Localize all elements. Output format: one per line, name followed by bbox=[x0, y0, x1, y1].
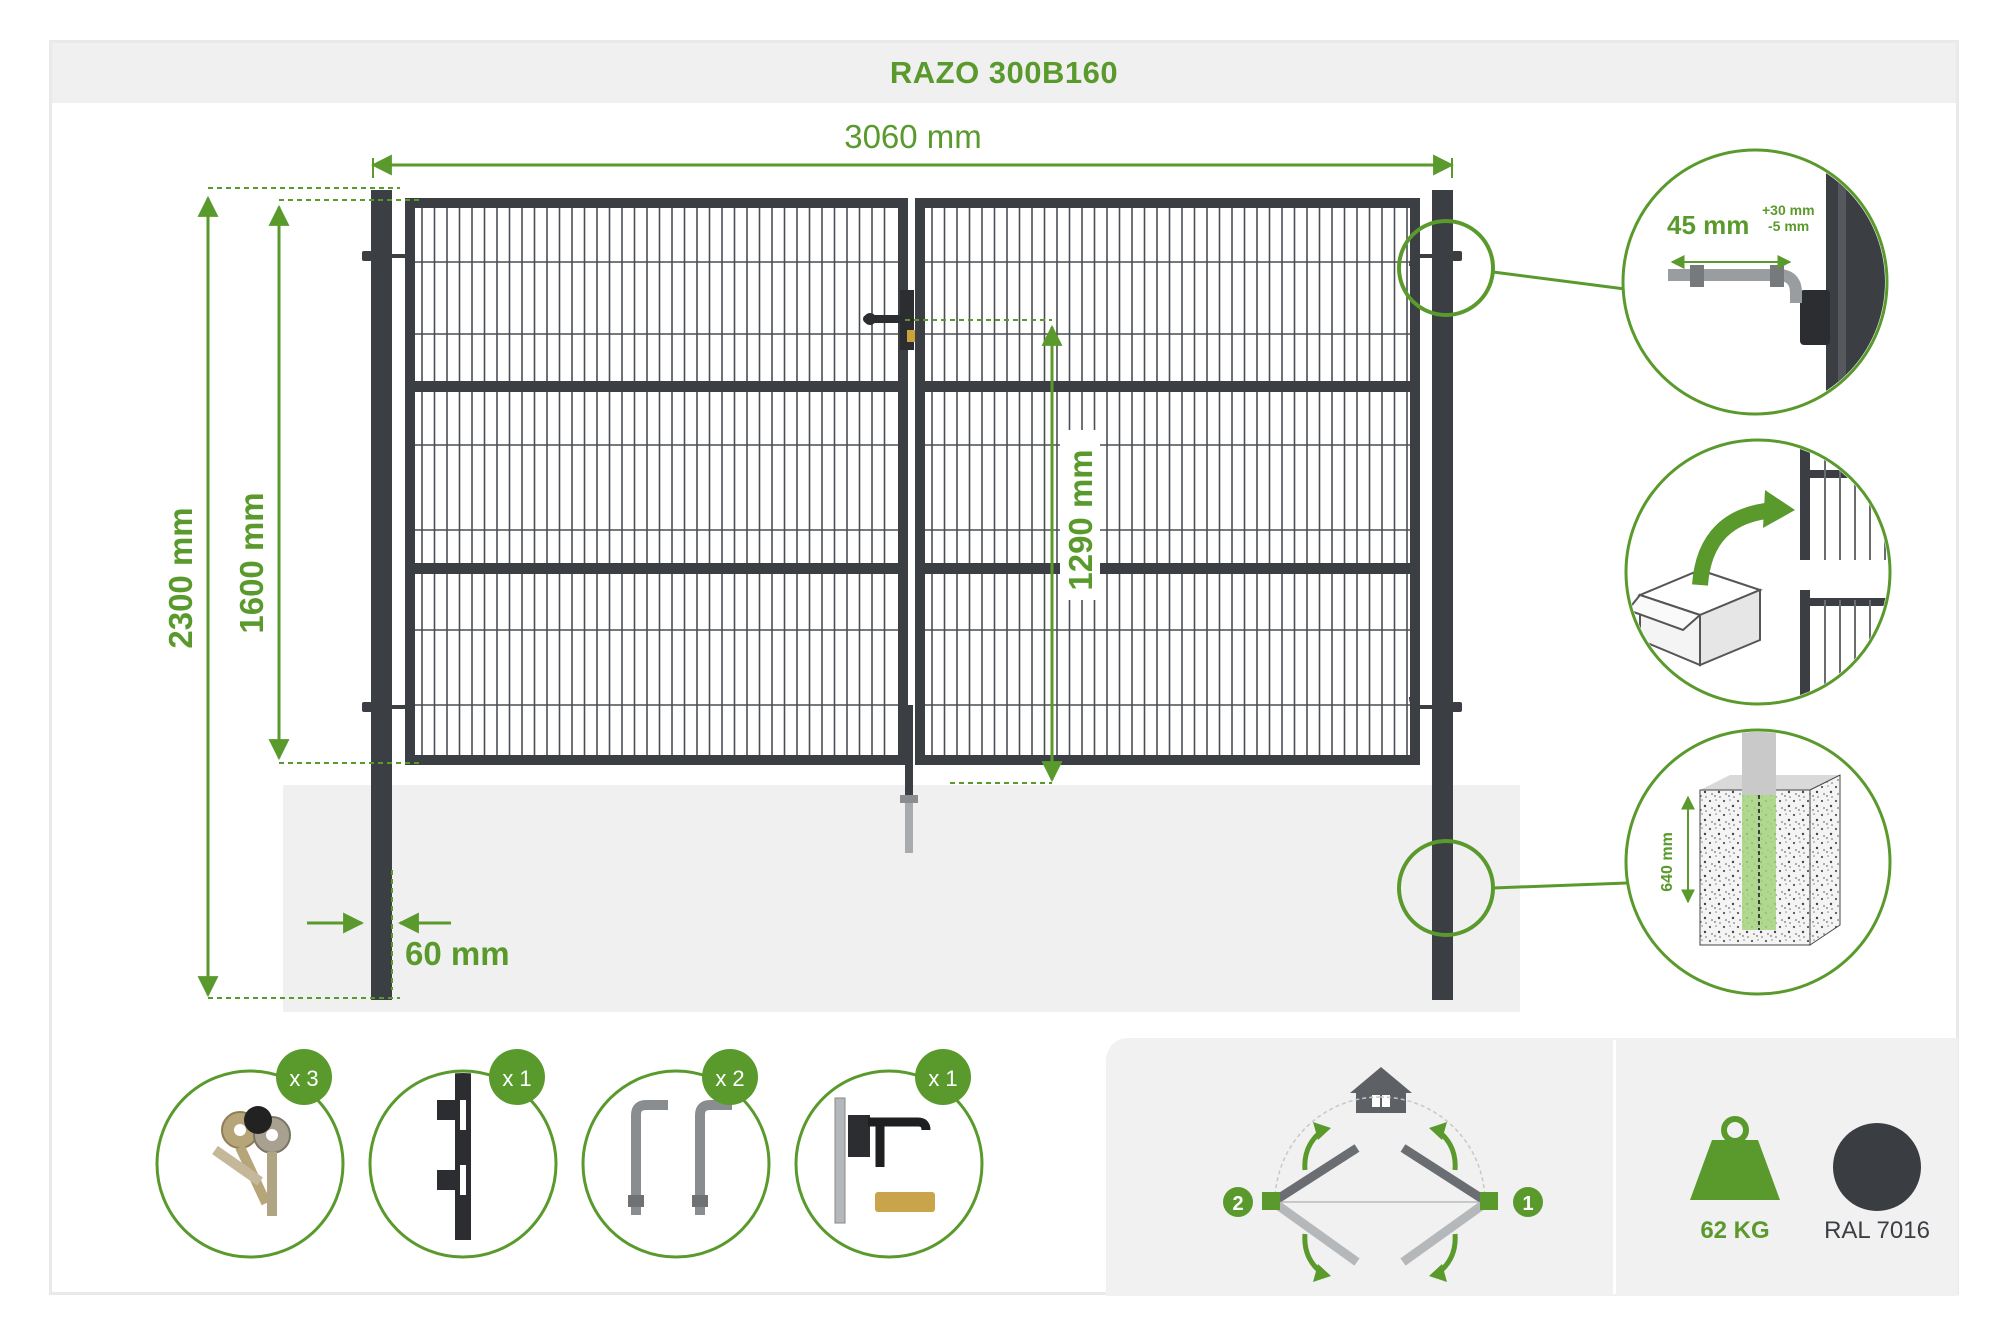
specs-panel bbox=[1106, 1038, 1958, 1296]
color-spec: RAL 7016 bbox=[1824, 1123, 1930, 1244]
accessory-hinge-bolts: x 2 bbox=[581, 1049, 771, 1259]
strike-plate-icon bbox=[437, 1073, 471, 1240]
accessory-qty: x 3 bbox=[289, 1066, 318, 1091]
accessory-qty: x 1 bbox=[502, 1066, 531, 1091]
color-label: RAL 7016 bbox=[1824, 1217, 1930, 1244]
title-bar bbox=[52, 43, 1956, 103]
dimension-post-width: 60 mm bbox=[307, 870, 510, 990]
gate-height-label: 1600 mm bbox=[233, 492, 270, 633]
post-width-label: 60 mm bbox=[405, 935, 510, 972]
assembly-detail-circle bbox=[1624, 438, 1892, 706]
accessory-lock-set: x 1 bbox=[794, 1049, 984, 1259]
panel-divider bbox=[1613, 1040, 1616, 1294]
post-left bbox=[371, 190, 392, 1000]
accessories-row: x 3 x 1 bbox=[155, 1049, 984, 1259]
dimension-width: 3060 mm bbox=[370, 118, 1455, 178]
hinge-bolts-icon bbox=[628, 1100, 732, 1215]
opening-direction-diagram: 2 1 bbox=[1223, 1067, 1543, 1282]
gate-leaf-left bbox=[405, 198, 908, 765]
hinge-adjust-plus: +30 mm bbox=[1762, 202, 1815, 218]
hinge-length-label: 45 mm bbox=[1667, 210, 1749, 240]
hinge-adjust-minus: -5 mm bbox=[1768, 218, 1809, 234]
total-height-label: 2300 mm bbox=[162, 507, 199, 648]
accessory-keys: x 3 bbox=[155, 1049, 345, 1259]
weight-label: 62 KG bbox=[1700, 1217, 1769, 1244]
accessory-qty: x 1 bbox=[928, 1066, 957, 1091]
box-icon bbox=[1628, 568, 1763, 667]
lock-height-label: 1290 mm bbox=[1062, 449, 1099, 590]
drop-bolt bbox=[900, 705, 918, 853]
hinge-detail-circle: 45 mm +30 mm -5 mm bbox=[1621, 148, 1889, 416]
gate-leaf-right bbox=[915, 198, 1420, 765]
ground-area bbox=[283, 785, 1520, 1012]
hinge-callout-ring bbox=[1397, 219, 1495, 317]
house-icon bbox=[1350, 1067, 1412, 1113]
dimension-lock-height: 1290 mm bbox=[905, 319, 1100, 784]
product-title: RAZO 300B160 bbox=[889, 55, 1119, 90]
direction-label-right: 1 bbox=[1522, 1193, 1533, 1215]
unbox-arrow-icon bbox=[1692, 502, 1776, 586]
concrete-depth-label: 640 mm bbox=[1659, 832, 1676, 892]
color-swatch bbox=[1833, 1123, 1921, 1211]
direction-label-left: 2 bbox=[1232, 1193, 1243, 1215]
keys-icon bbox=[212, 1106, 291, 1216]
hinges bbox=[365, 254, 1459, 709]
post-right bbox=[1432, 190, 1453, 1000]
weight-spec: 62 KG bbox=[1690, 1116, 1780, 1244]
accessory-qty: x 2 bbox=[715, 1066, 744, 1091]
foundation-detail-circle: 640 mm bbox=[1624, 728, 1892, 996]
accessory-strike-plate: x 1 bbox=[368, 1049, 558, 1259]
weight-icon bbox=[1690, 1116, 1780, 1200]
dimension-gate-height: 1600 mm bbox=[233, 199, 420, 764]
lock-set-icon bbox=[834, 1097, 935, 1224]
dimension-total-height: 2300 mm bbox=[162, 187, 400, 999]
width-label: 3060 mm bbox=[844, 118, 982, 155]
